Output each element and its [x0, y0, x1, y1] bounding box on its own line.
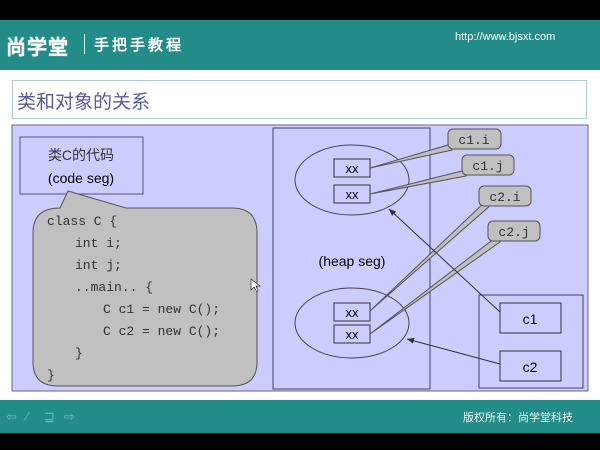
pen-icon[interactable]: ∕ — [26, 409, 29, 424]
field-value: xx — [346, 305, 360, 320]
callout-c1-i — [447, 128, 502, 150]
callout-text: c1.i — [458, 133, 489, 148]
field-value: xx — [346, 187, 360, 202]
heap-label: (heap seg) — [319, 253, 386, 269]
code-line: class C { — [47, 214, 117, 229]
slogan: 手把手教程 — [94, 37, 185, 54]
callout-text: c2.i — [489, 190, 520, 205]
code-line: C c2 = new C(); — [103, 324, 220, 339]
c2-i-field — [333, 302, 371, 322]
pointer-arrow-c1 — [388, 208, 501, 313]
callouts — [369, 128, 541, 335]
stack-var-label: c1 — [523, 311, 538, 327]
object-c2-ellipse — [294, 287, 410, 359]
arrow-right-icon[interactable]: ⇨ — [64, 409, 75, 424]
slide-title: 类和对象的关系 — [17, 91, 151, 113]
footer-bar: ⇦ ∕ ⊒ ⇨ 版权所有：尚学堂科技 — [0, 400, 600, 433]
header-bar: 尚学堂 手把手教程 http://www.bjsxt.com — [0, 20, 600, 70]
code-line: ..main.. { — [75, 280, 153, 295]
code-line: int i; — [75, 236, 122, 251]
field-value: xx — [346, 161, 360, 176]
code-bubble — [32, 190, 258, 387]
callout-c1-j — [461, 154, 515, 176]
stack-var-c1 — [499, 302, 562, 334]
object-c1-ellipse — [294, 144, 410, 216]
arrow-left-icon[interactable]: ⇦ — [6, 409, 17, 424]
website-url: http://www.bjsxt.com — [455, 31, 556, 43]
top-black-bar — [0, 0, 600, 20]
mouse-cursor-icon — [250, 278, 262, 293]
copyright: 版权所有：尚学堂科技 — [463, 412, 573, 424]
pointer-arrow-c2 — [406, 337, 501, 365]
divider — [84, 34, 85, 54]
code-line: int j; — [75, 258, 122, 273]
slide-title-box: 类和对象的关系 — [12, 80, 587, 119]
bottom-black-bar — [0, 433, 600, 450]
callout-c2-j — [487, 220, 541, 242]
code-seg-label-en: (code seg) — [48, 170, 114, 186]
screen-icon[interactable]: ⊒ — [44, 409, 55, 424]
code-line: } — [75, 346, 83, 361]
field-value: xx — [346, 327, 360, 342]
stack-var-label: c2 — [523, 359, 538, 375]
logo: 尚学堂 — [6, 37, 69, 59]
code-line: } — [47, 368, 55, 383]
code-block: class C { int i; int j; ..main.. { C c1 … — [47, 214, 220, 383]
callout-text: c2.j — [498, 225, 529, 240]
stack-var-c2 — [499, 350, 562, 382]
code-line: C c1 = new C(); — [103, 302, 220, 317]
callout-text: c1.j — [472, 159, 503, 174]
diagram: 类C的代码 (code seg) class C { int i; int j;… — [11, 124, 589, 392]
code-seg-label-cn: 类C的代码 — [48, 147, 114, 163]
code-seg-label-box — [19, 136, 144, 195]
callout-c2-i — [478, 185, 532, 207]
